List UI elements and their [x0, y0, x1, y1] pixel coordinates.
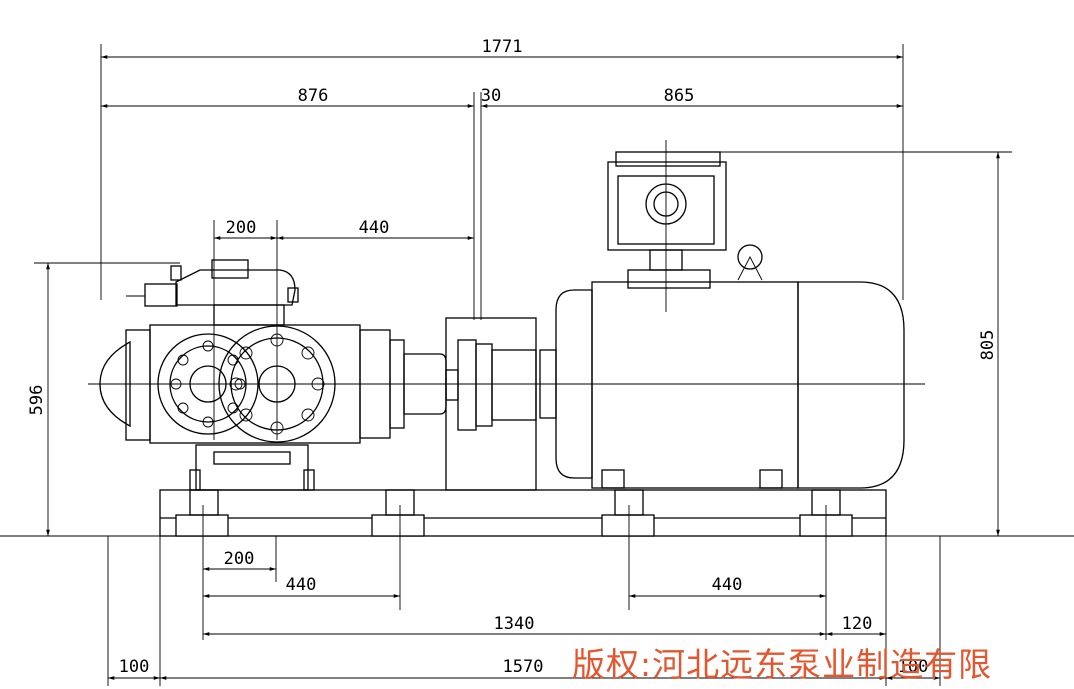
center-lines [88, 140, 925, 385]
dim-overall-length: 1771 [482, 37, 523, 57]
dim-total-height: 805 [978, 330, 998, 361]
dimension-lines [46, 55, 1000, 680]
coupling [445, 317, 537, 491]
dim-pump-center-height: 596 [27, 385, 47, 416]
dim-pump-outlet-offset: 440 [359, 218, 390, 238]
screw-pump [99, 259, 447, 491]
dim-pump-length: 876 [298, 86, 329, 106]
dim-pump-inlet-offset: 200 [226, 218, 257, 238]
electric-motor [539, 151, 905, 489]
dim-motor-length: 865 [664, 86, 695, 106]
dim-base-bolt-motor-spacing: 440 [712, 575, 743, 595]
dim-coupling-gap: 30 [481, 86, 501, 106]
dim-base-bolt-offset: 200 [224, 549, 255, 569]
base-frame [159, 489, 887, 537]
dim-base-bolt-pump-spacing: 440 [286, 575, 317, 595]
dim-base-length: 1570 [503, 657, 544, 677]
dim-side-margin-left: 100 [119, 657, 150, 677]
dim-base-end-offset: 120 [842, 614, 873, 634]
dim-base-bolt-total: 1340 [494, 614, 535, 634]
dim-side-margin-right: 100 [898, 657, 929, 677]
flange-bolts [170, 333, 325, 435]
copyright-watermark: 版权:河北远东泵业制造有限 [572, 645, 993, 684]
